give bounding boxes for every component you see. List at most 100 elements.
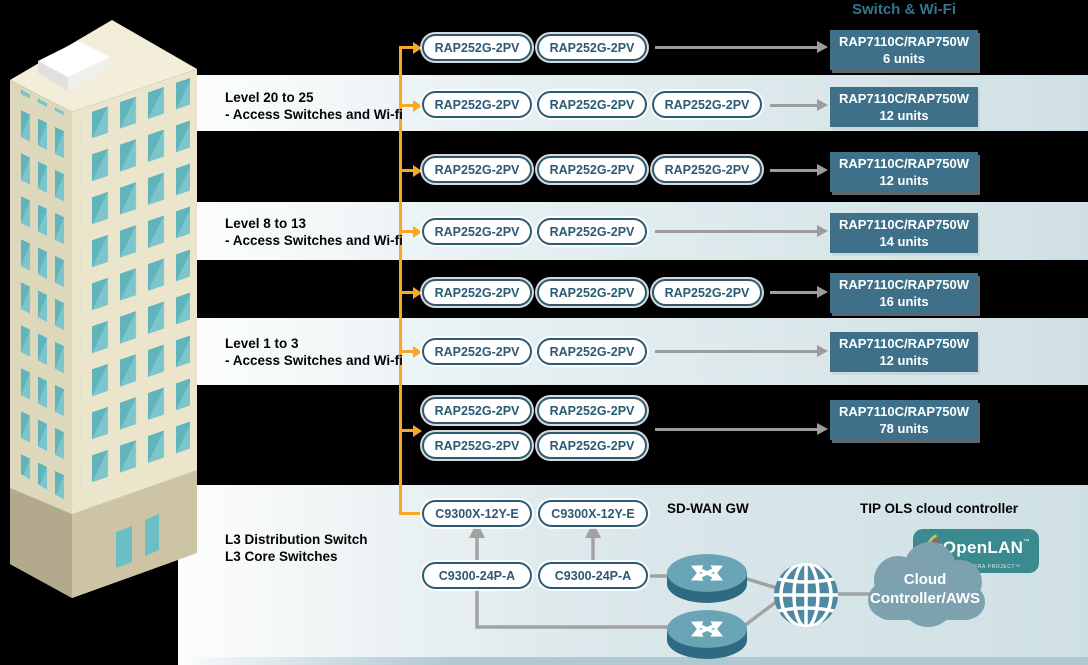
rap252g-box: RAP252G-2PV bbox=[652, 91, 762, 118]
flow-arrow bbox=[655, 41, 828, 53]
orange-branch-arrow bbox=[400, 99, 422, 112]
c9300x-distribution-switch-box: C9300X-12Y-E bbox=[422, 500, 532, 527]
rooftop-structure-front bbox=[68, 57, 110, 91]
c9300-core-switch-box: C9300-24P-A bbox=[422, 562, 532, 589]
building-base-front bbox=[72, 470, 197, 598]
building-windows-front bbox=[80, 78, 190, 498]
core-label-line2: L3 Core Switches bbox=[225, 549, 338, 564]
building-base-left bbox=[10, 488, 72, 598]
core-switch-label: L3 Distribution Switch L3 Core Switches bbox=[225, 531, 368, 565]
level-label: Level 1 to 3 - Access Switches and Wi-fi bbox=[225, 335, 403, 369]
cloud-label-line2: Controller/AWS bbox=[869, 590, 980, 607]
column-title: Switch & Wi-Fi bbox=[851, 1, 957, 18]
result-model: RAP7110C/RAP750W bbox=[838, 34, 970, 49]
switch-wifi-result-box: RAP7110C/RAP750W 14 units bbox=[830, 213, 978, 253]
orange-trunk-elbow bbox=[399, 512, 422, 515]
flow-arrow bbox=[770, 164, 828, 176]
flow-arrow bbox=[770, 99, 828, 111]
rap252g-box: RAP252G-2PV bbox=[537, 156, 647, 183]
orange-trunk-line bbox=[399, 46, 402, 515]
uplink-arrowhead-icon bbox=[585, 522, 601, 538]
rap252g-box: RAP252G-2PV bbox=[537, 34, 647, 61]
level-label-line1: Level 8 to 13 bbox=[225, 216, 307, 231]
rap252g-box: RAP252G-2PV bbox=[422, 338, 532, 365]
switch-wifi-result-box: RAP7110C/RAP750W 12 units bbox=[830, 152, 978, 192]
cloud-icon bbox=[868, 542, 985, 627]
result-model: RAP7110C/RAP750W bbox=[838, 91, 970, 106]
flow-arrow bbox=[655, 225, 828, 237]
core-label-line1: L3 Distribution Switch bbox=[225, 532, 368, 547]
rooftop-structure bbox=[38, 41, 110, 77]
flow-arrow bbox=[655, 345, 828, 357]
rap252g-box: RAP252G-2PV bbox=[422, 218, 532, 245]
result-units: 78 units bbox=[879, 421, 929, 436]
rooftop-structure-side bbox=[38, 61, 68, 91]
router-icon bbox=[667, 610, 747, 659]
result-units: 12 units bbox=[879, 173, 929, 188]
uplink-arrowhead-icon bbox=[469, 522, 485, 538]
rap252g-box: RAP252G-2PV bbox=[422, 34, 532, 61]
rap252g-box: RAP252G-2PV bbox=[422, 91, 532, 118]
router-icon bbox=[667, 554, 747, 603]
level-label-line1: Level 1 to 3 bbox=[225, 336, 299, 351]
rap252g-box: RAP252G-2PV bbox=[537, 218, 647, 245]
c9300x-distribution-switch-box: C9300X-12Y-E bbox=[538, 500, 648, 527]
switch-wifi-result-box: RAP7110C/RAP750W 12 units bbox=[830, 87, 978, 127]
building-illustration bbox=[10, 20, 197, 598]
rap252g-box: RAP252G-2PV bbox=[422, 156, 532, 183]
rap252g-box: RAP252G-2PV bbox=[652, 156, 762, 183]
result-units: 6 units bbox=[883, 51, 925, 66]
rap252g-box: RAP252G-2PV bbox=[537, 338, 647, 365]
panel-bottom-edge bbox=[178, 657, 1088, 665]
result-model: RAP7110C/RAP750W bbox=[838, 404, 970, 419]
flow-arrow bbox=[770, 286, 828, 298]
result-units: 12 units bbox=[879, 353, 929, 368]
orange-branch-arrow bbox=[400, 225, 422, 238]
level-label-line2: - Access Switches and Wi-fi bbox=[225, 107, 403, 122]
openlan-brand: OpenLAN bbox=[942, 537, 1024, 557]
result-units: 16 units bbox=[879, 294, 929, 309]
orange-branch-arrow bbox=[400, 345, 422, 358]
internet-globe-icon bbox=[774, 563, 838, 627]
router-internet-link bbox=[743, 576, 781, 591]
result-model: RAP7110C/RAP750W bbox=[838, 336, 970, 351]
level-label: Level 8 to 13 - Access Switches and Wi-f… bbox=[225, 215, 403, 249]
sdwan-gw-label: SD-WAN GW bbox=[667, 501, 749, 516]
result-units: 14 units bbox=[879, 234, 929, 249]
switch-wifi-result-box: RAP7110C/RAP750W 16 units bbox=[830, 273, 978, 313]
orange-branch-arrow bbox=[400, 286, 422, 299]
switch-wifi-result-box: RAP7110C/RAP750W 12 units bbox=[830, 332, 978, 372]
core-connection-lines bbox=[469, 522, 870, 629]
openlan-trademark: ™ bbox=[1023, 538, 1030, 545]
openlan-subtext-label: TELECOM INFRA PROJECT bbox=[937, 563, 1016, 570]
building-door-window bbox=[145, 514, 159, 556]
orange-branch-arrow bbox=[400, 424, 422, 437]
level-label-line2: - Access Switches and Wi-fi bbox=[225, 233, 403, 248]
rap252g-box: RAP252G-2PV bbox=[537, 432, 647, 459]
switch-wifi-result-box: RAP7110C/RAP750W 6 units bbox=[830, 30, 978, 70]
rap252g-box: RAP252G-2PV bbox=[422, 432, 532, 459]
result-model: RAP7110C/RAP750W bbox=[838, 277, 970, 292]
result-model: RAP7110C/RAP750W bbox=[838, 156, 970, 171]
orange-branch-arrow bbox=[400, 164, 422, 177]
orange-branch-arrow bbox=[400, 41, 422, 54]
level-label-line2: - Access Switches and Wi-fi bbox=[225, 353, 403, 368]
router-internet-link bbox=[742, 597, 782, 628]
switch-router-link bbox=[475, 589, 668, 629]
c9300-core-switch-box: C9300-24P-A bbox=[538, 562, 648, 589]
rap252g-box: RAP252G-2PV bbox=[537, 279, 647, 306]
tip-ols-label: TIP OLS cloud controller bbox=[860, 501, 1019, 516]
rap252g-box: RAP252G-2PV bbox=[537, 397, 647, 424]
rap252g-box: RAP252G-2PV bbox=[422, 279, 532, 306]
building-door-window bbox=[116, 526, 132, 568]
switch-wifi-result-box: RAP7110C/RAP750W 78 units bbox=[830, 400, 978, 440]
rap252g-box: RAP252G-2PV bbox=[422, 397, 532, 424]
level-label-line1: Level 20 to 25 bbox=[225, 90, 314, 105]
flow-arrow bbox=[655, 423, 828, 435]
cloud-label-line1: Cloud bbox=[903, 571, 947, 588]
result-model: RAP7110C/RAP750W bbox=[838, 217, 970, 232]
rap252g-box: RAP252G-2PV bbox=[652, 279, 762, 306]
level-label: Level 20 to 25 - Access Switches and Wi-… bbox=[225, 89, 403, 123]
rap252g-box: RAP252G-2PV bbox=[537, 91, 647, 118]
